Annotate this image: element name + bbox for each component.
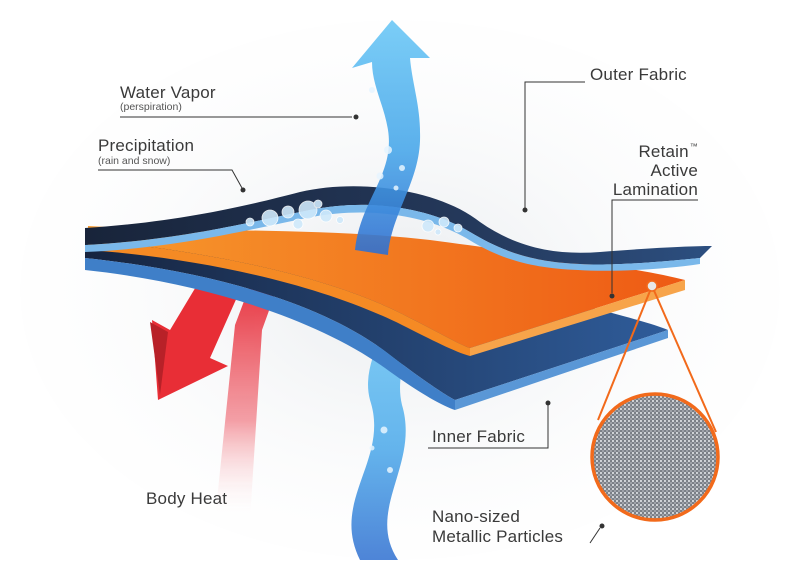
- retain-label: Retain™: [610, 142, 698, 161]
- active-label: Active: [650, 161, 698, 180]
- water-drop-icon: [245, 199, 463, 236]
- retain-label-text: Retain: [638, 142, 689, 161]
- water-vapor-sublabel: (perspiration): [120, 101, 182, 113]
- lamination-label: Lamination: [612, 180, 698, 199]
- zoom-connector: [597, 285, 717, 433]
- precipitation-label: Precipitation: [98, 136, 195, 155]
- trademark-symbol: ™: [689, 142, 698, 151]
- leader-dots: [240, 114, 615, 529]
- precipitation-sublabel: (rain and snow): [98, 155, 171, 167]
- vapor-arrow-icon: [352, 20, 430, 255]
- leader-lines: [98, 81, 698, 544]
- magnifier-circle-icon: [590, 392, 720, 522]
- vapor-bubble-icon: [369, 87, 405, 473]
- heat-arrow-icon: [150, 272, 280, 520]
- inner-fabric-layer: [85, 240, 668, 400]
- inner-fabric-label: Inner Fabric: [432, 427, 526, 446]
- inner-fabric-edge: [85, 258, 455, 410]
- particle-marker: [646, 280, 658, 292]
- nano-label-line1: Nano-sized: [432, 507, 520, 526]
- nano-label-line2: Metallic Particles: [432, 527, 564, 546]
- water-vapor-label: Water Vapor: [120, 83, 216, 102]
- outer-fabric-label: Outer Fabric: [590, 65, 687, 84]
- body-heat-label: Body Heat: [146, 489, 228, 508]
